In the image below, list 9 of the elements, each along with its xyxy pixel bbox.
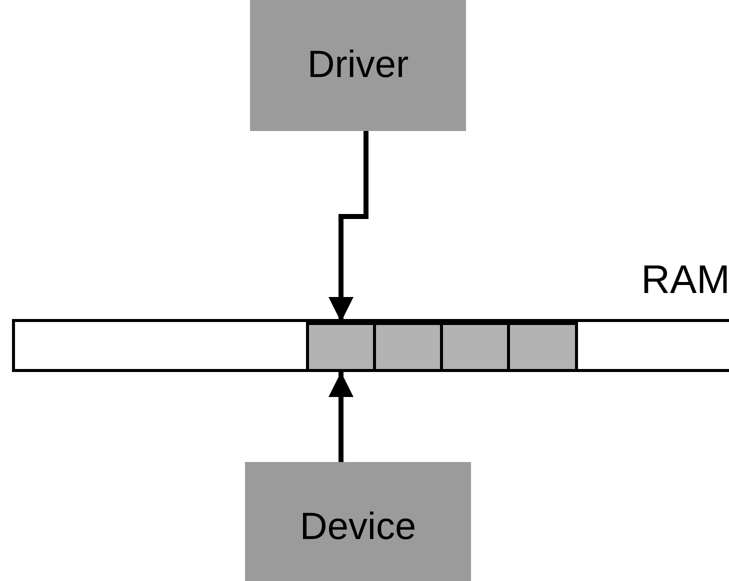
arrow — [328, 372, 354, 462]
memory-label: RAM — [641, 258, 729, 303]
memory-cell — [507, 322, 578, 372]
driver-box: Driver — [250, 0, 466, 131]
arrow — [328, 131, 368, 322]
memory-cell — [440, 322, 510, 372]
device-box: Device — [245, 462, 471, 581]
memory-cell — [306, 322, 376, 372]
memory-cell — [373, 322, 443, 372]
